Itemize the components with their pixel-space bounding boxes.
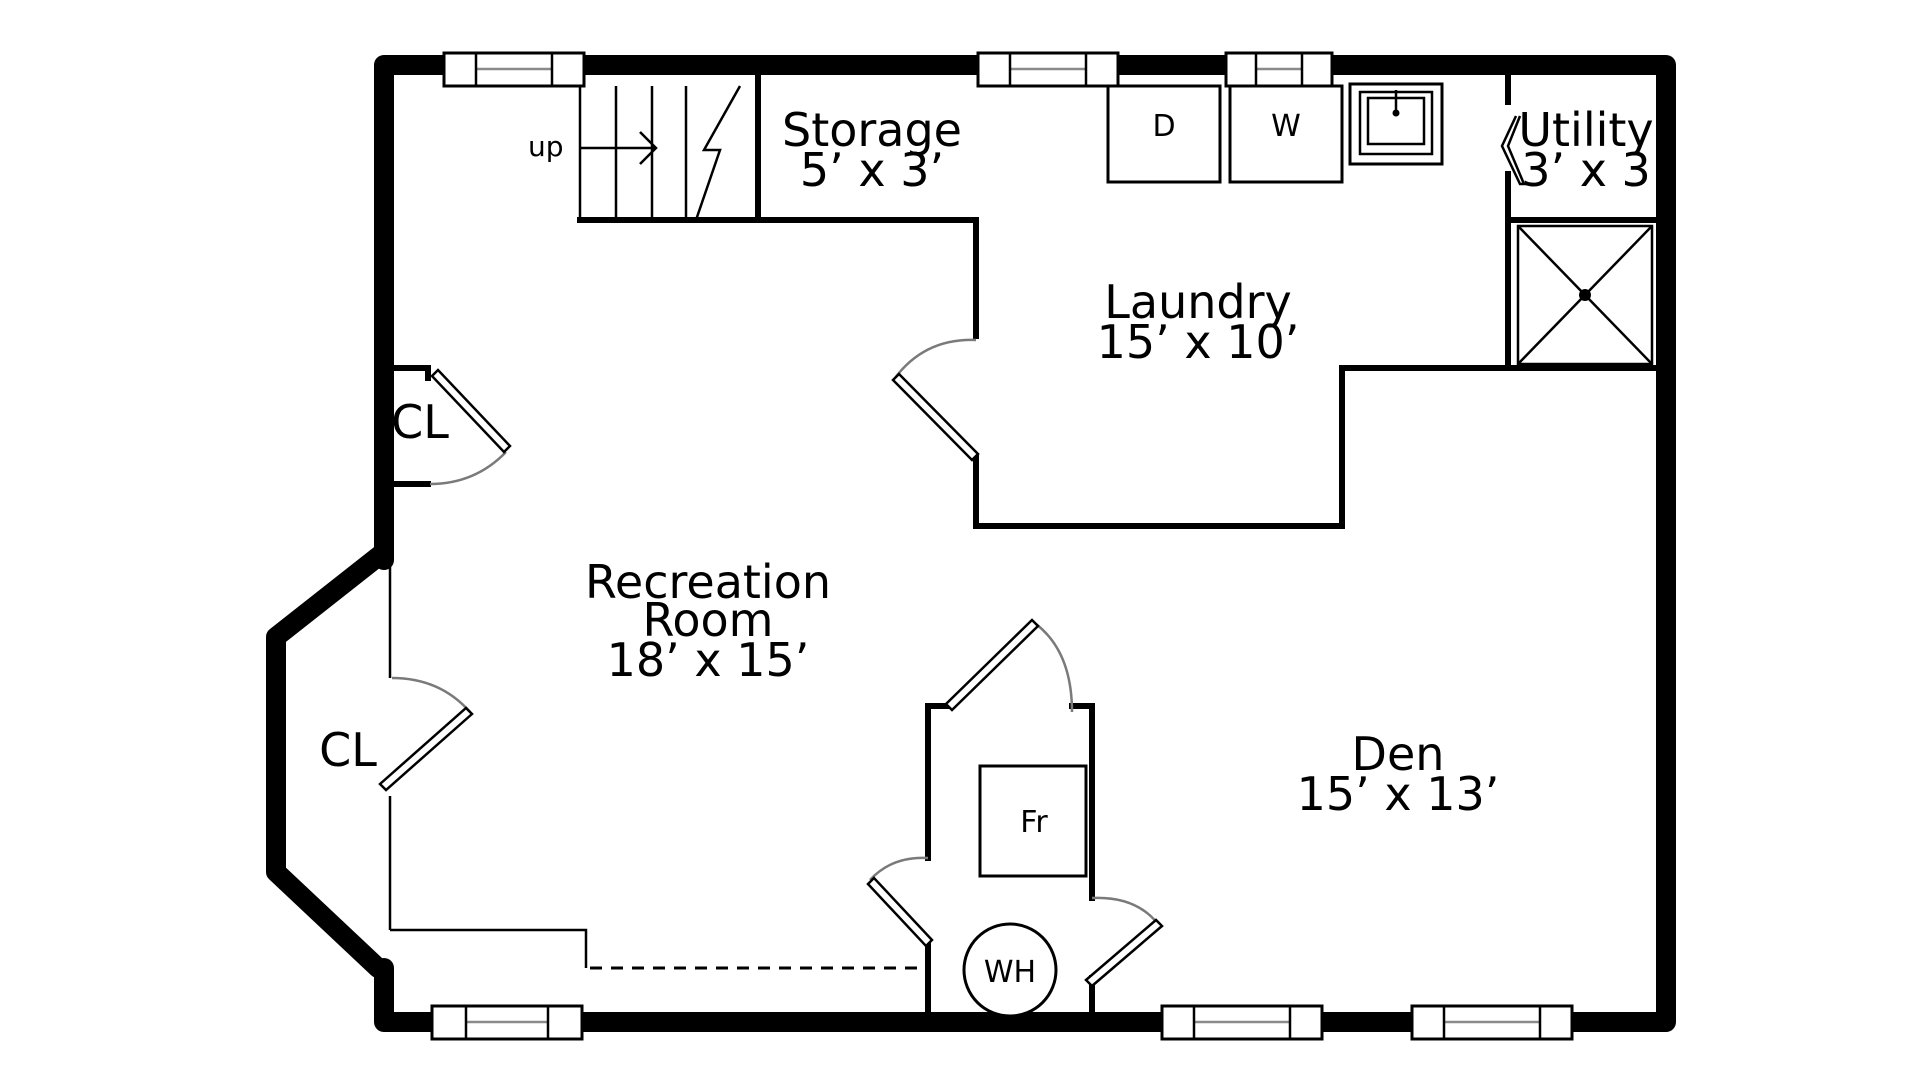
interior-walls (388, 75, 1657, 1015)
dryer-label: D (1152, 109, 1175, 144)
closet-lower-door (378, 676, 474, 792)
recreation-size: 18’ x 15’ (607, 633, 810, 687)
window-top-left (442, 51, 586, 88)
recreation-name-line2: Room (643, 593, 774, 647)
laundry-sink (1348, 82, 1444, 166)
window-bottom-right (1410, 1004, 1574, 1041)
utility-chase (1516, 224, 1654, 366)
washer-label: W (1271, 109, 1301, 144)
utility-door (1500, 115, 1526, 186)
furnace-room-door-right (1084, 896, 1164, 988)
water-heater-label: WH (984, 955, 1036, 990)
washer: W (1228, 84, 1344, 184)
recreation-name-line1: Recreation (585, 555, 831, 609)
furnace-room-door-left (866, 856, 934, 948)
water-heater: WH (962, 922, 1058, 1018)
window-top-middle (976, 51, 1120, 88)
den-size: 15’ x 13’ (1297, 767, 1500, 821)
room-laundry: Laundry 15’ x 10’ (1097, 275, 1300, 369)
closet-upper-door (429, 368, 512, 486)
dryer: D (1106, 84, 1222, 184)
furnace-label: Fr (1020, 805, 1048, 840)
den-name: Den (1352, 727, 1445, 781)
window-top-right (1224, 51, 1334, 88)
room-den: Den 15’ x 13’ (1297, 727, 1500, 821)
exterior-walls (266, 55, 1676, 1032)
utility-size: 3’ x 3 (1521, 143, 1651, 197)
laundry-size: 15’ x 10’ (1097, 315, 1300, 369)
utility-name: Utility (1518, 103, 1653, 157)
window-bottom-middle (1160, 1004, 1324, 1041)
laundry-name: Laundry (1104, 275, 1291, 329)
room-closet-upper: CL (391, 395, 449, 449)
closet-lower-name: CL (319, 723, 377, 777)
stairs-up-label: up (528, 130, 564, 163)
storage-name: Storage (782, 103, 962, 157)
window-bottom-left (430, 1004, 584, 1041)
room-utility: Utility 3’ x 3 (1518, 103, 1653, 197)
laundry-door (891, 338, 980, 462)
furnace-room-door-top (944, 618, 1074, 713)
room-recreation: Recreation Room 18’ x 15’ (585, 555, 831, 687)
storage-size: 5’ x 3’ (800, 143, 944, 197)
room-storage: Storage 5’ x 3’ (782, 103, 962, 197)
room-closet-lower: CL (319, 723, 377, 777)
furnace: Fr (978, 764, 1088, 878)
closet-upper-name: CL (391, 395, 449, 449)
stairs: up (528, 85, 742, 221)
